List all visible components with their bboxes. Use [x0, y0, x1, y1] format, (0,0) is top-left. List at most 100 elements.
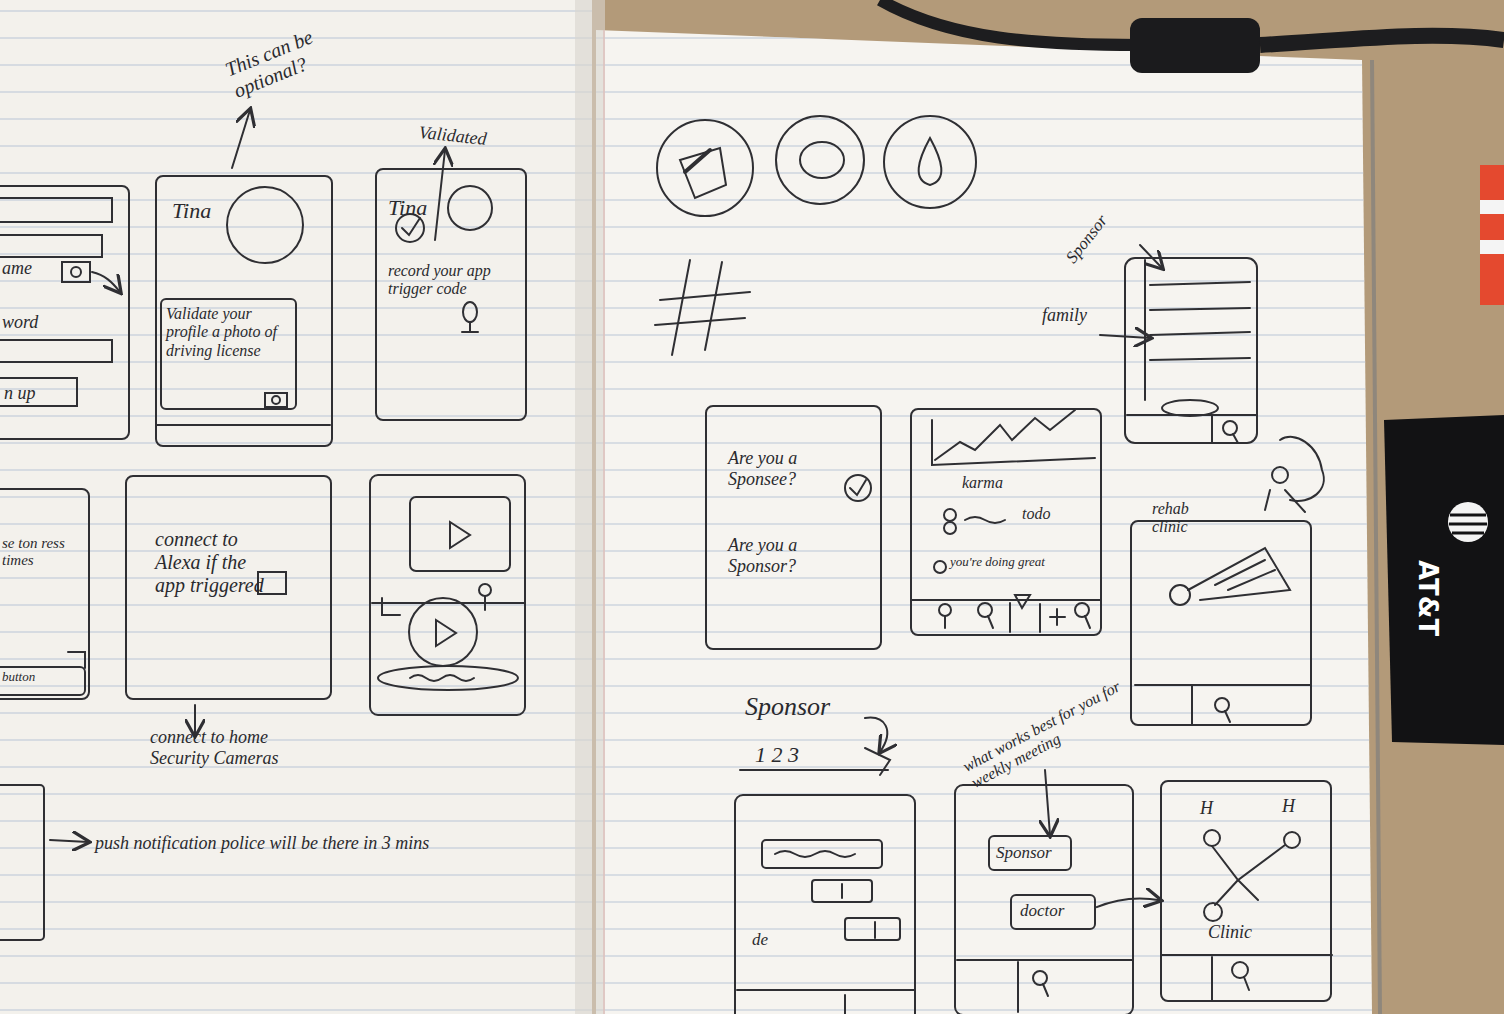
sketch-stroke — [1043, 984, 1048, 996]
sketch-stroke — [1033, 971, 1047, 985]
desk-objects — [880, 0, 1504, 745]
sketch-stroke — [1009, 603, 1011, 632]
sketch-stroke — [880, 0, 1140, 45]
option-box: Sponsor — [988, 835, 1072, 871]
sketch-stroke — [1215, 560, 1265, 585]
handwritten-text: H — [1200, 798, 1224, 819]
sketch-stroke — [596, 30, 1372, 1014]
sketch-stroke — [1150, 282, 1250, 285]
wireframe-sketches-right — [655, 116, 1332, 1014]
sketch-stroke — [1039, 604, 1041, 632]
sketch-stroke — [934, 561, 946, 573]
sketch-stroke — [0, 785, 44, 940]
handwritten-text: karma — [962, 474, 1032, 492]
sketch-stroke — [762, 840, 882, 868]
sketch-stroke — [1204, 903, 1222, 921]
sketch-stroke — [965, 517, 1005, 523]
sketch-stroke — [1215, 698, 1229, 712]
phone-screen: TinaValidate your profile a photo of dri… — [155, 175, 333, 447]
sketch-stroke — [382, 598, 400, 615]
annotation-note: connect to home Security Cameras — [150, 727, 280, 768]
sketch-stroke — [845, 918, 900, 940]
handwritten-text: Tina — [388, 195, 458, 220]
sketch-stroke — [1150, 332, 1250, 335]
sketch-stroke — [1135, 684, 1310, 686]
phone-screen: karma todo you're doing great — [910, 408, 1102, 636]
page-number: 1 2 3 — [755, 742, 875, 767]
handwritten-text: button — [2, 670, 72, 685]
sketch-stroke — [1144, 260, 1146, 400]
sketch-stroke — [944, 509, 956, 521]
sketch-stroke — [1056, 609, 1058, 625]
sketch-stroke — [62, 262, 90, 282]
sketch-stroke — [0, 378, 77, 406]
sketch-stroke — [735, 795, 915, 1014]
sketch-stroke — [1232, 962, 1248, 978]
sketch-stroke — [1480, 200, 1504, 214]
handwritten-text: rehab clinic — [1152, 500, 1216, 537]
sketch-stroke — [1017, 962, 1019, 1012]
sketch-stroke — [265, 393, 287, 407]
sketch-stroke — [1188, 548, 1290, 600]
sketch-stroke — [484, 596, 486, 610]
sketch-stroke — [1204, 830, 1220, 846]
annotation-note: family — [1042, 305, 1122, 326]
sketch-stroke — [944, 522, 956, 534]
handwritten-text: n up — [4, 383, 64, 404]
sketch-stroke — [1075, 603, 1089, 617]
sketch-stroke — [1100, 335, 1150, 338]
sketch-stroke — [1448, 502, 1488, 542]
sketch-stroke — [865, 718, 887, 752]
sketch-arrow — [1096, 898, 1160, 907]
sketch-stroke — [1150, 358, 1250, 360]
sketch-stroke — [92, 272, 120, 292]
wireframe-sketches — [0, 110, 525, 940]
phone-screen: Are you a Sponsee?Are you a Sponsor? — [705, 405, 882, 650]
text-box: Validate your profile a photo of driving… — [160, 298, 297, 410]
sketch-stroke — [50, 840, 88, 842]
sketch-stroke — [462, 331, 478, 333]
sketch-stroke — [1449, 523, 1487, 526]
sketch-stroke — [1125, 258, 1257, 443]
sketch-stroke — [939, 604, 951, 616]
phone-screen: Tina record your app trigger code — [375, 168, 527, 421]
sketch-stroke — [1284, 832, 1300, 848]
handwritten-text: record your app trigger code — [388, 262, 506, 299]
sketch-stroke — [450, 522, 470, 548]
sketch-stroke — [1452, 532, 1484, 535]
sketch-stroke — [402, 218, 420, 235]
phone-screen: se ton ress timesbutton — [0, 488, 90, 700]
sketch-stroke — [1244, 977, 1249, 990]
sketch-stroke — [0, 235, 102, 257]
sketch-stroke — [884, 116, 976, 208]
sketch-stroke — [944, 616, 946, 628]
sketch-stroke — [919, 138, 942, 185]
sketch-stroke — [1212, 845, 1285, 905]
sketch-stroke — [737, 989, 915, 991]
sketch-stroke — [705, 262, 722, 350]
handwritten-text: todo — [1022, 505, 1082, 523]
sketch-stroke — [370, 475, 525, 715]
sketch-stroke — [978, 603, 992, 617]
sketch-stroke — [844, 995, 846, 1014]
button-box: button — [0, 666, 86, 696]
handwritten-text: you're doing great — [950, 555, 1095, 570]
sketch-stroke — [1015, 595, 1030, 608]
brand-logo-text: AT&T — [1412, 560, 1442, 700]
sketch-stroke — [841, 884, 843, 898]
sketch-stroke — [988, 616, 993, 628]
sketch-stroke — [1233, 434, 1238, 443]
handwritten-text: Validate your profile a photo of driving… — [166, 305, 288, 360]
handwritten-text: Clinic — [1208, 922, 1278, 943]
sketch-stroke — [1170, 585, 1190, 605]
sketch-stroke — [657, 120, 753, 216]
sketch-stroke — [1480, 165, 1504, 305]
sketch-stroke — [1272, 467, 1288, 483]
sketch-stroke — [680, 148, 726, 198]
sketch-stroke — [1130, 18, 1260, 73]
sketch-stroke — [378, 666, 518, 690]
sketch-stroke — [232, 110, 250, 168]
sketch-stroke — [1140, 245, 1162, 268]
